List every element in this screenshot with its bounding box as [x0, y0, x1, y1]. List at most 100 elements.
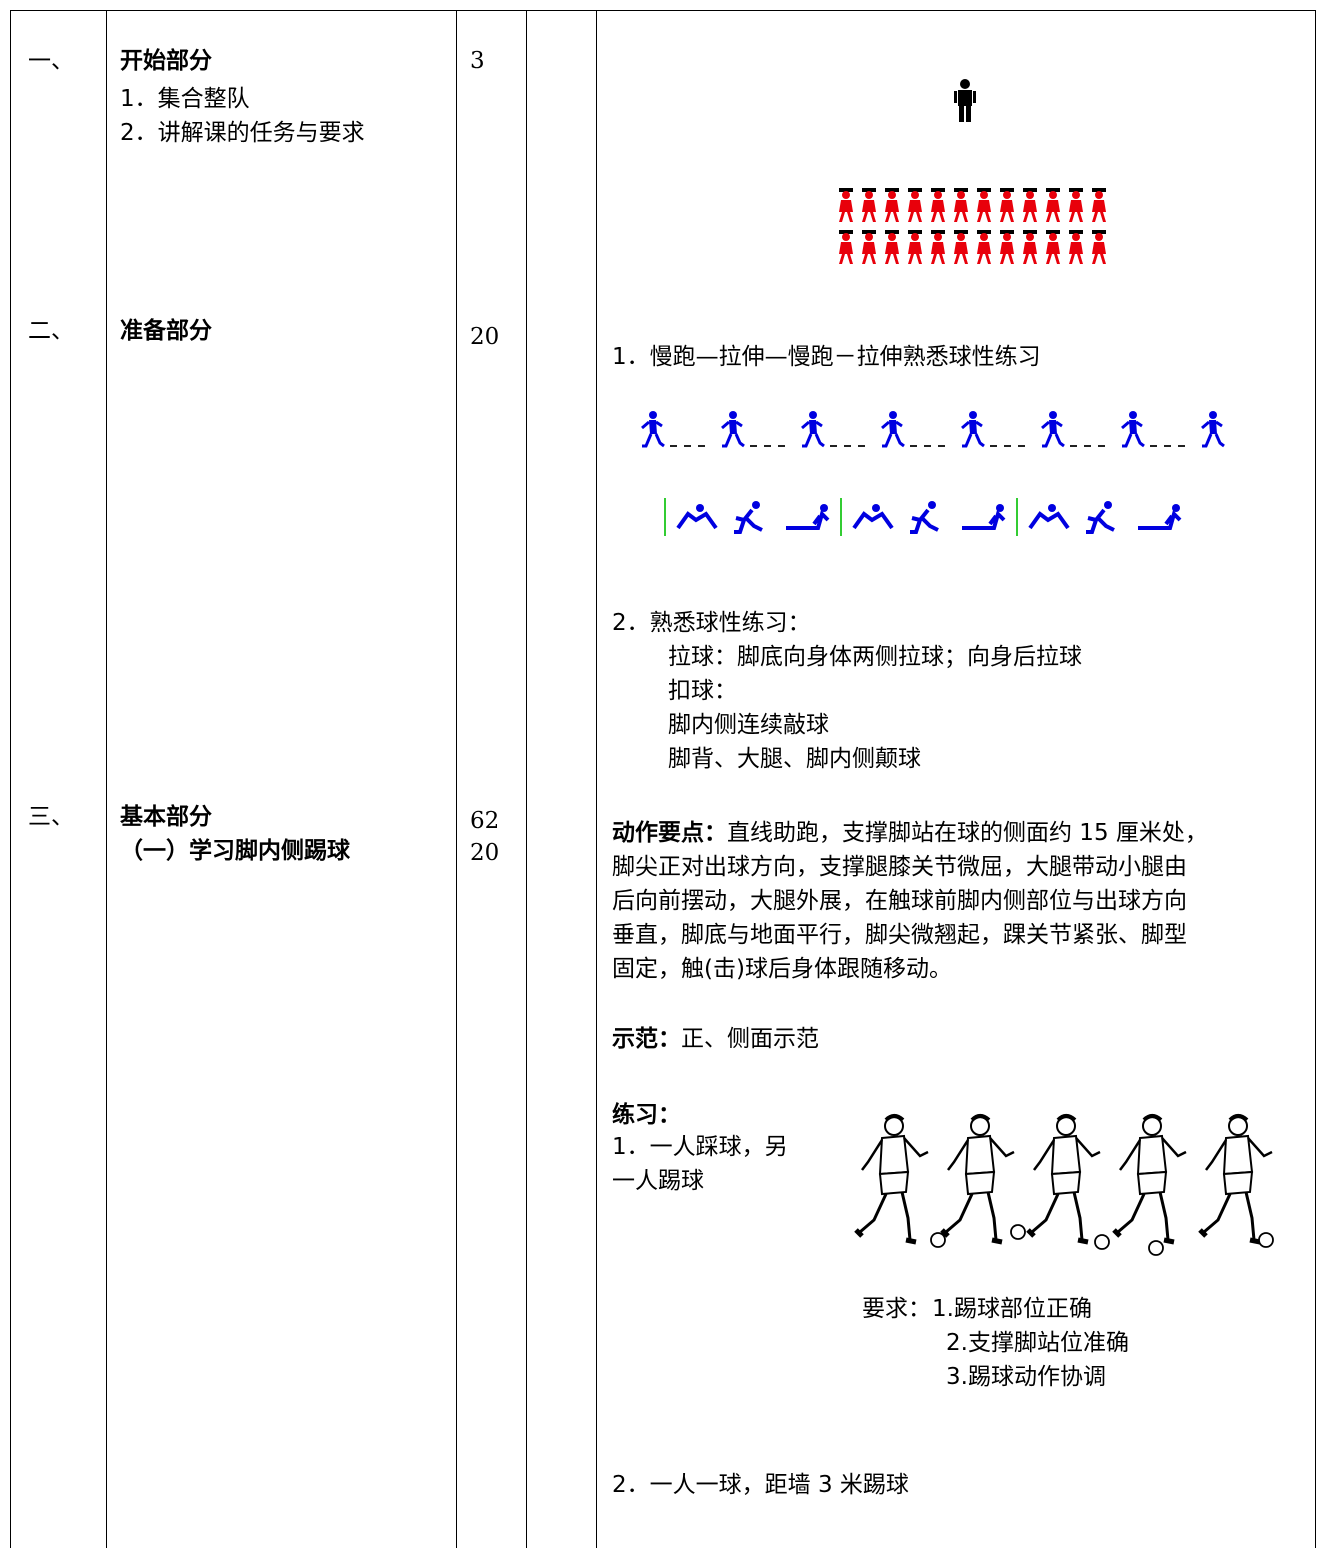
student-icon: [954, 230, 968, 264]
student-icon: [931, 230, 945, 264]
demo-line: 示范：正、侧面示范: [612, 1022, 819, 1056]
stretch-icon: [786, 504, 830, 530]
section-title-2: 准备部分: [120, 318, 212, 344]
runner-icon: [961, 411, 1025, 448]
key-points-label: 动作要点：: [612, 820, 727, 846]
demo-label: 示范：: [612, 1026, 681, 1052]
ball-icon: [1010, 1224, 1026, 1240]
stretch-divider: [1016, 498, 1018, 536]
ball-practice-line: 扣球：: [668, 678, 737, 704]
dash-mark: [910, 445, 917, 447]
kicker-figure: [1198, 1114, 1273, 1245]
dash-mark: [830, 445, 837, 447]
kicker-figure: [1026, 1114, 1101, 1245]
table-top-border: [10, 10, 1316, 11]
stretch-icon: [1028, 504, 1070, 530]
stretch-divider: [840, 498, 842, 536]
student-icon: [862, 230, 876, 264]
dash-mark: [764, 445, 771, 447]
column-divider-3: [526, 10, 527, 1548]
dash-mark: [844, 445, 851, 447]
student-icon: [1069, 188, 1083, 222]
practice-2: 2．一人一球，距墙 3 米踢球: [612, 1472, 909, 1498]
runner-icon: [641, 411, 705, 448]
student-icon: [931, 188, 945, 222]
ball-practice-line: 脚背、大腿、脚内侧颠球: [668, 746, 921, 772]
column-divider-2: [456, 10, 457, 1548]
stretch-icon: [962, 504, 1006, 530]
student-icon: [1092, 230, 1106, 264]
dash-mark: [938, 445, 945, 447]
stretch-icon: [734, 501, 763, 534]
ball-practice-title: 2．熟悉球性练习：: [612, 610, 811, 636]
dash-mark: [990, 445, 997, 447]
student-formation: [839, 188, 1106, 264]
stretch-sequence: [664, 498, 1182, 536]
stretch-divider: [664, 498, 666, 536]
dash-mark: [924, 445, 931, 447]
section-time-3: 62: [470, 808, 500, 834]
warmup-title: 1．慢跑—拉伸—慢跑－拉伸熟悉球性练习: [612, 344, 1041, 370]
key-points-line: 脚尖正对出球方向，支撑腿膝关节微屈，大腿带动小腿由: [612, 854, 1187, 880]
kicker-figure: [854, 1114, 929, 1245]
practice-line: 1．一人踩球，另: [612, 1134, 788, 1160]
ball-practice-line: 拉球：脚底向身体两侧拉球；向身后拉球: [668, 644, 1082, 670]
table-border-right: [1315, 10, 1316, 1548]
key-points-line: 固定，触(击)球后身体跟随移动。: [612, 956, 952, 982]
ball-icon: [930, 1232, 946, 1248]
dash-mark: [1164, 445, 1171, 447]
dash-mark: [670, 445, 677, 447]
student-icon: [1092, 188, 1106, 222]
section-time-2: 20: [470, 324, 500, 350]
ball-icon: [1258, 1232, 1274, 1248]
runner-icon: [801, 411, 865, 448]
ball-icon: [1148, 1240, 1164, 1256]
practice-line: 一人踢球: [612, 1168, 704, 1194]
runner-icon: [1121, 411, 1185, 448]
stretch-icon: [1138, 504, 1182, 530]
column-divider-4: [596, 10, 597, 1548]
student-icon: [1046, 230, 1060, 264]
student-icon: [885, 230, 899, 264]
student-icon: [908, 230, 922, 264]
demo-text: 正、侧面示范: [681, 1026, 819, 1052]
dash-mark: [1084, 445, 1091, 447]
section-item: 2．讲解课的任务与要求: [120, 120, 365, 146]
student-icon: [1023, 230, 1037, 264]
student-icon: [839, 230, 853, 264]
section-item: 1．集合整队: [120, 86, 250, 112]
dash-mark: [684, 445, 691, 447]
student-icon: [977, 230, 991, 264]
requirement-item: 1.踢球部位正确: [932, 1296, 1092, 1322]
section-number-3: 三、: [28, 804, 74, 830]
student-icon: [885, 188, 899, 222]
dash-mark: [750, 445, 757, 447]
runner-icon: [721, 411, 785, 448]
section-title-3: 基本部分: [120, 804, 212, 830]
requirement-item: 2.支撑脚站位准确: [946, 1330, 1129, 1356]
kicker-figure: [940, 1114, 1015, 1245]
runner-icon: [1041, 411, 1105, 448]
student-icon: [1000, 188, 1014, 222]
dash-mark: [1018, 445, 1025, 447]
ball-practice-line: 脚内侧连续敲球: [668, 712, 829, 738]
student-icon: [862, 188, 876, 222]
student-icon: [977, 188, 991, 222]
ball-icon: [1094, 1234, 1110, 1250]
practice-label: 练习：: [612, 1102, 681, 1128]
requirement-item: 3.踢球动作协调: [946, 1364, 1106, 1390]
student-icon: [908, 188, 922, 222]
student-icon: [1069, 230, 1083, 264]
runner-icon: [1201, 411, 1225, 448]
student-icon: [1000, 230, 1014, 264]
student-icon: [1046, 188, 1060, 222]
teacher-icon: [954, 79, 976, 122]
dash-mark: [698, 445, 705, 447]
student-icon: [954, 188, 968, 222]
section-number-2: 二、: [28, 318, 74, 344]
stretch-icon: [1086, 501, 1115, 534]
dash-mark: [1150, 445, 1157, 447]
key-points-line: 垂直，脚底与地面平行，脚尖微翘起，踝关节紧张、脚型: [612, 922, 1187, 948]
dash-mark: [1098, 445, 1105, 447]
stretch-icon: [910, 501, 939, 534]
